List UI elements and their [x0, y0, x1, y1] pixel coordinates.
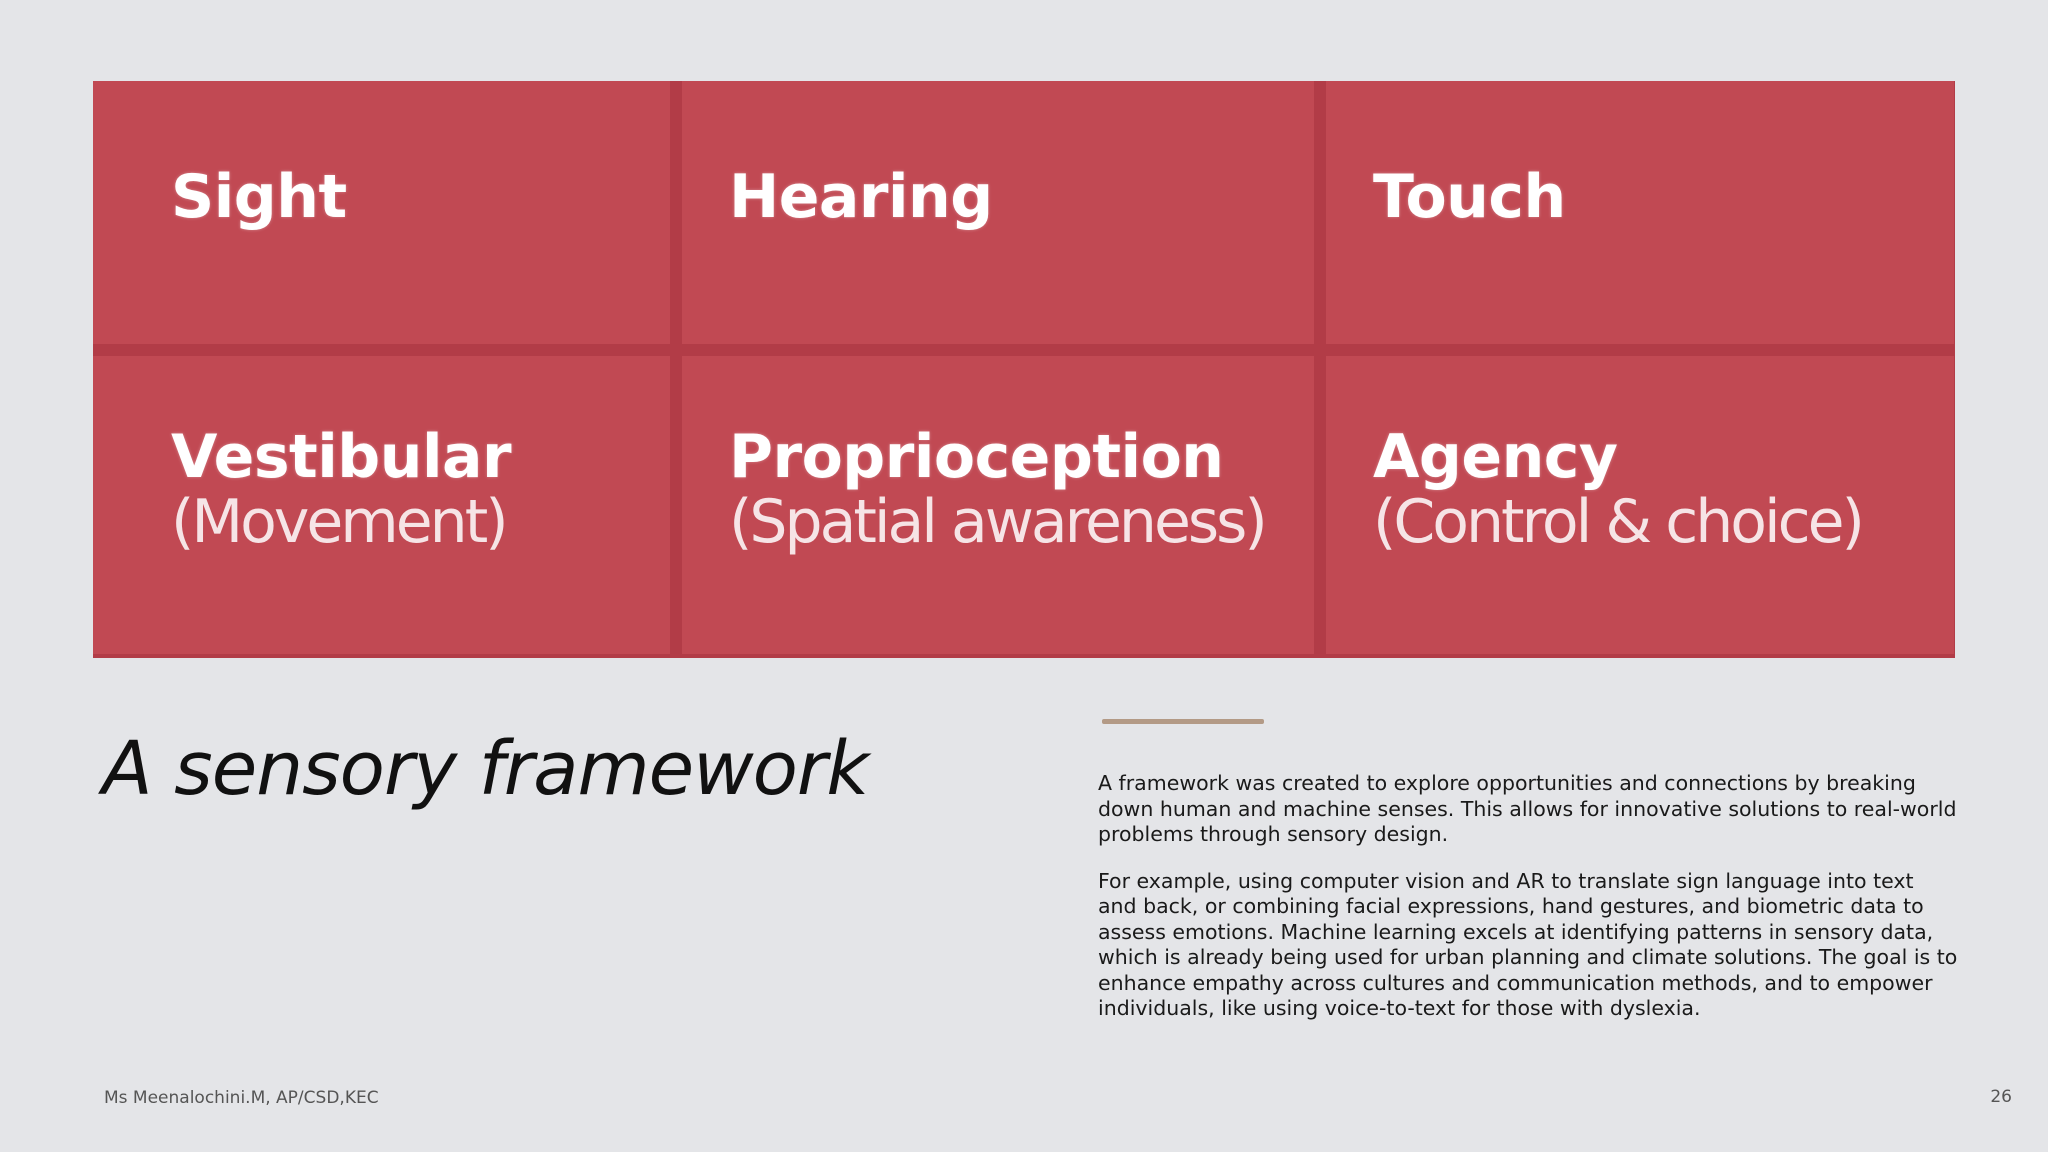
body-paragraph: A framework was created to explore oppor… — [1098, 771, 1957, 846]
body-text: A framework was created to explore oppor… — [1098, 771, 1958, 1043]
sense-cell-agency: Agency (Control & choice) — [1326, 356, 1954, 654]
sense-cell-touch: Touch — [1326, 81, 1954, 344]
sense-name: Agency — [1373, 422, 1618, 492]
sense-cell-proprioception: Proprioception (Spatial awareness) — [682, 356, 1314, 654]
footer-author: Ms Meenalochini.M, AP/CSD,KEC — [104, 1088, 379, 1108]
slide-title: A sensory framework — [102, 726, 869, 812]
accent-divider — [1102, 719, 1264, 724]
sense-description: (Spatial awareness) — [729, 487, 1268, 557]
sense-name: Vestibular — [171, 422, 512, 492]
sense-cell-hearing: Hearing — [682, 81, 1314, 344]
body-paragraph: For example, using computer vision and A… — [1098, 868, 1958, 1021]
sense-name: Touch — [1373, 162, 1566, 232]
sense-name: Hearing — [729, 162, 993, 232]
page-number: 26 — [1990, 1087, 2012, 1107]
sense-cell-sight: Sight — [93, 81, 670, 344]
sense-cell-vestibular: Vestibular (Movement) — [93, 356, 670, 654]
sense-name: Proprioception — [729, 422, 1224, 492]
sense-name: Sight — [171, 162, 347, 232]
sense-description: (Movement) — [171, 487, 509, 557]
sense-description: (Control & choice) — [1373, 487, 1865, 557]
sensory-framework-graphic: Sight Hearing Touch Vestibular (Movement… — [93, 81, 1955, 658]
